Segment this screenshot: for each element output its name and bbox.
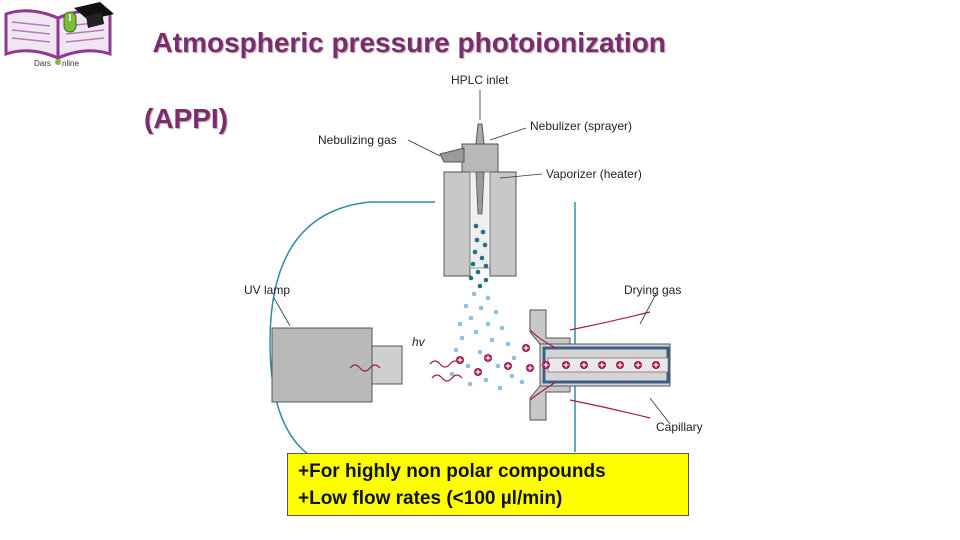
label-uv-lamp: UV lamp — [244, 283, 290, 297]
note-item: +For highly non polar compounds — [298, 461, 606, 482]
title-line-2: (APPI) — [144, 103, 228, 134]
spray-droplets-dark — [468, 223, 489, 289]
photon-waves — [349, 360, 463, 382]
page-title: Atmospheric pressure photoionization (AP… — [138, 0, 666, 176]
graduation-cap-icon — [74, 2, 114, 28]
circuit-wire — [269, 201, 576, 471]
dars-online-logo: Dars nline — [4, 2, 114, 68]
label-hv: hv — [412, 335, 426, 349]
label-drying-gas: Drying gas — [624, 283, 681, 297]
mouse-icon — [63, 11, 77, 33]
notes-box: +For highly non polar compounds +Low flo… — [287, 453, 689, 516]
spray-droplets-light — [449, 291, 525, 391]
logo-text-right: nline — [62, 59, 79, 68]
title-line-1: Atmospheric pressure photoionization — [152, 27, 666, 58]
ions — [456, 344, 534, 376]
nebulizer-assembly — [439, 123, 517, 277]
logo-o-dot — [55, 59, 61, 65]
logo-text-left: Dars — [34, 59, 51, 68]
label-capillary: Capillary — [656, 420, 703, 434]
note-item: +Low flow rates (<100 µl/min) — [298, 488, 563, 509]
uv-lamp — [271, 327, 403, 403]
label-nebulizing-gas: Nebulizing gas — [318, 133, 397, 147]
label-hplc-inlet: HPLC inlet — [451, 73, 509, 87]
leader-lines — [273, 90, 671, 425]
label-nebulizer: Nebulizer (sprayer) — [530, 119, 632, 133]
appi-diagram: HPLC inlet Nebulizing gas Nebulizer (spr… — [244, 73, 703, 471]
capillary-ions — [542, 361, 660, 369]
label-vaporizer: Vaporizer (heater) — [546, 167, 642, 181]
